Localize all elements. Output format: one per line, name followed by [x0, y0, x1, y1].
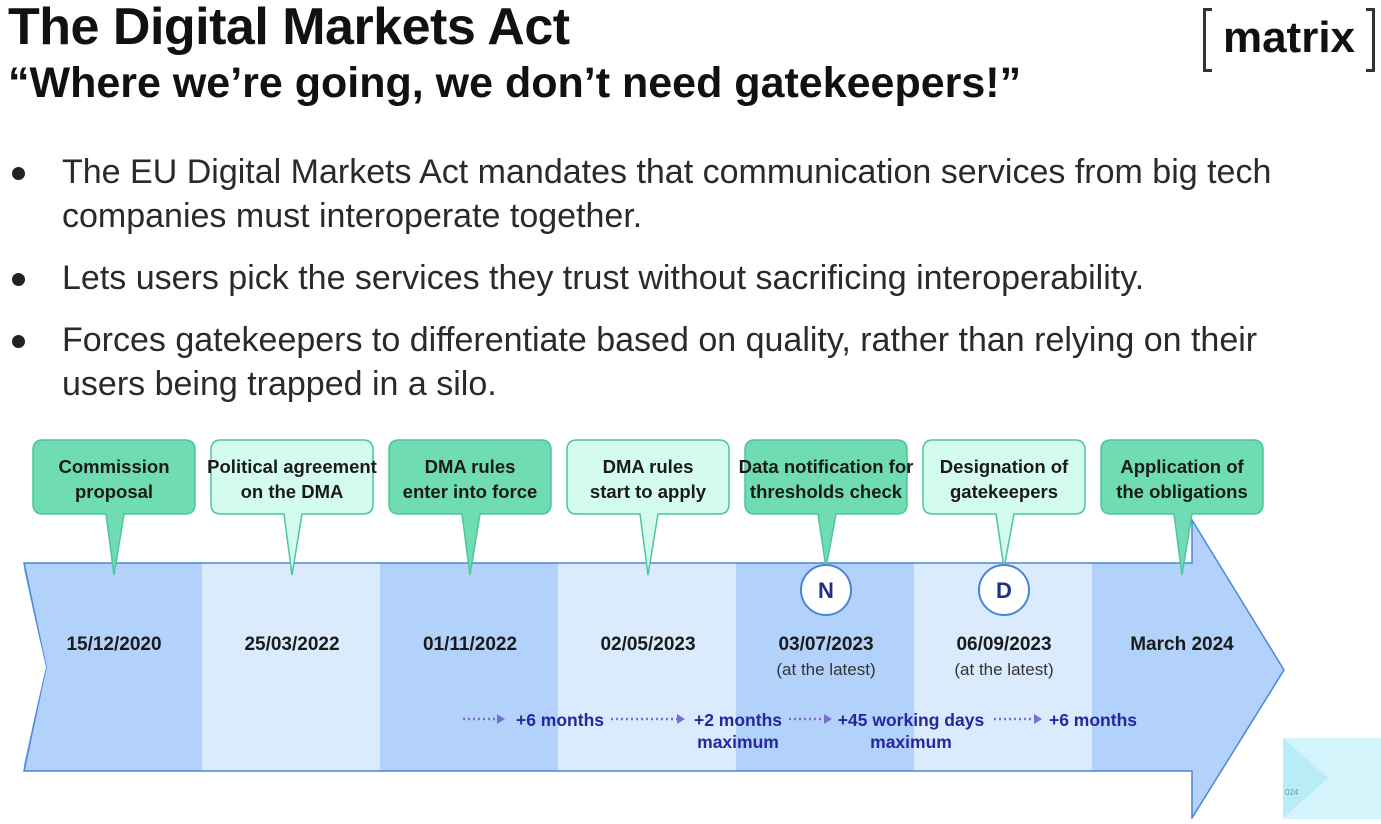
interval-label: +6 months: [516, 710, 604, 730]
milestone-marker-circle: [800, 564, 852, 616]
bullet-item: Lets users pick the services they trust …: [0, 256, 1312, 300]
timeline-band-segment: [380, 563, 558, 771]
callout-label-line: start to apply: [590, 481, 707, 502]
timeline-date: 02/05/2023: [600, 634, 695, 655]
matrix-logo: matrix: [1203, 8, 1375, 72]
bullet-item: Forces gatekeepers to differentiate base…: [0, 318, 1312, 406]
timeline-callout-box: [210, 439, 374, 576]
bullet-dot-icon: [12, 167, 25, 180]
bullet-dot-icon: [12, 273, 25, 286]
callout-label-line: gatekeepers: [950, 481, 1058, 502]
bullet-text: Lets users pick the services they trust …: [62, 259, 1145, 297]
timeline-date-note: (at the latest): [776, 660, 875, 679]
timeline-band-segment: [202, 563, 380, 771]
slide-thumbnail[interactable]: 024: [1283, 738, 1381, 819]
callout-label-line: Data notification for: [739, 456, 914, 477]
slide-subtitle: “Where we’re going, we don’t need gateke…: [8, 59, 1022, 107]
timeline-date: 03/07/2023: [778, 634, 873, 655]
timeline-callout-box: [744, 439, 908, 569]
interval-arrow-head-icon: [824, 714, 832, 724]
bullet-list: The EU Digital Markets Act mandates that…: [0, 150, 1312, 424]
interval-label: +2 months: [694, 710, 782, 730]
matrix-logo-text: matrix: [1222, 13, 1356, 62]
interval-sublabel: maximum: [697, 732, 779, 752]
milestone-marker-letter: D: [996, 578, 1012, 603]
callout-label-line: thresholds check: [750, 481, 903, 502]
callout-label-line: enter into force: [403, 481, 538, 502]
timeline-callout-box: [566, 439, 730, 576]
callout-label-line: DMA rules: [603, 456, 694, 477]
interval-label: +6 months: [1049, 710, 1137, 730]
timeline-arrow-head: [1192, 520, 1284, 818]
bullet-text: Forces gatekeepers to differentiate base…: [62, 321, 1258, 403]
callout-label-line: Application of: [1120, 456, 1244, 477]
interval-arrow-head-icon: [677, 714, 685, 724]
timeline-callout-box: [1100, 439, 1264, 576]
timeline-date: 25/03/2022: [244, 634, 339, 655]
slide-title: The Digital Markets Act: [8, 0, 570, 56]
callout-label-line: Designation of: [940, 456, 1069, 477]
interval-sublabel: maximum: [870, 732, 952, 752]
timeline-graphic: Commission proposal 15/12/2020 Political ag…: [22, 439, 1285, 821]
thumbnail-label: 024: [1285, 788, 1299, 797]
interval-arrow-head-icon: [1034, 714, 1042, 724]
timeline-callout-box: [388, 439, 552, 576]
callout-label-line: the obligations: [1116, 481, 1248, 502]
callout-label-line: Commission: [58, 456, 169, 477]
timeline-arrow-outline: [23, 517, 1285, 821]
dma-timeline: Commission proposal 15/12/2020 Political ag…: [0, 430, 1300, 821]
milestone-marker-circle: [978, 564, 1030, 616]
interval-label: +45 working days: [838, 710, 985, 730]
timeline-date: March 2024: [1130, 634, 1234, 655]
interval-arrow-head-icon: [497, 714, 505, 724]
bullet-item: The EU Digital Markets Act mandates that…: [0, 150, 1312, 238]
milestone-marker-letter: N: [818, 578, 834, 603]
timeline-tail-notch: [22, 562, 46, 772]
thumbnail-arrow-icon: [1283, 738, 1328, 818]
callout-label-line: Political agreement: [207, 456, 377, 477]
timeline-date-note: (at the latest): [954, 660, 1053, 679]
callout-label-line: proposal: [75, 481, 153, 502]
callout-label-line: on the DMA: [241, 481, 344, 502]
bullet-text: The EU Digital Markets Act mandates that…: [62, 153, 1272, 235]
timeline-band-segment: [24, 563, 202, 771]
callout-label-line: DMA rules: [425, 456, 516, 477]
timeline-date: 01/11/2022: [423, 634, 517, 655]
bullet-dot-icon: [12, 335, 25, 348]
timeline-callout-box: [32, 439, 196, 576]
timeline-band-segment: [558, 563, 736, 771]
timeline-date: 15/12/2020: [66, 634, 161, 655]
timeline-date: 06/09/2023: [956, 634, 1051, 655]
timeline-band-segment: [1092, 563, 1192, 771]
timeline-callout-box: [922, 439, 1086, 569]
